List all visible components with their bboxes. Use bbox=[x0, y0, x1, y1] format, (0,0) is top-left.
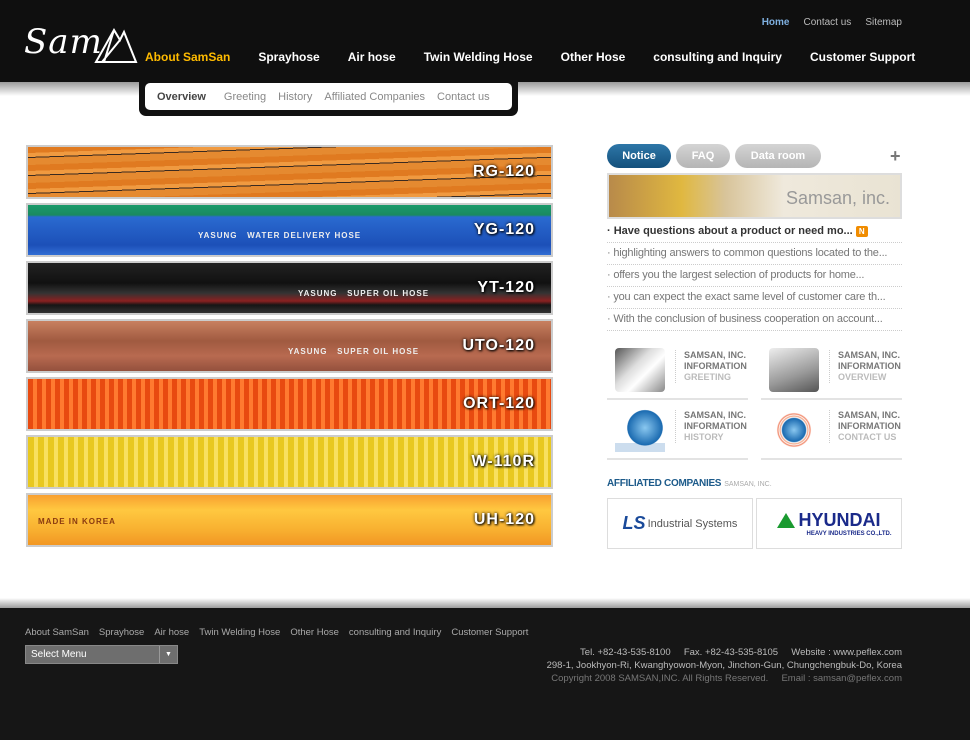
footer-link[interactable]: Other Hose bbox=[290, 627, 339, 638]
subnav-affiliated[interactable]: Affiliated Companies bbox=[324, 90, 426, 103]
util-sitemap[interactable]: Sitemap bbox=[865, 17, 902, 28]
nav-support[interactable]: Customer Support bbox=[809, 50, 916, 64]
util-home[interactable]: Home bbox=[761, 17, 790, 28]
board-tabs: Notice FAQ Data room bbox=[607, 144, 821, 168]
header: Sam Home Contact us Sitemap About SamSan… bbox=[0, 0, 970, 82]
laptop-icon bbox=[769, 348, 819, 392]
triangle-icon bbox=[777, 513, 796, 528]
tab-data-room[interactable]: Data room bbox=[735, 144, 821, 168]
nav-twin-welding[interactable]: Twin Welding Hose bbox=[423, 50, 533, 64]
more-plus-icon[interactable]: + bbox=[890, 146, 901, 166]
footer-link[interactable]: consulting and Inquiry bbox=[348, 627, 442, 638]
subnav-contact[interactable]: Contact us bbox=[437, 90, 490, 103]
product-banner[interactable]: RG-120 bbox=[26, 145, 553, 199]
footer-link[interactable]: Sprayhose bbox=[98, 627, 145, 638]
company-info: Tel. +82-43-535-8100 Fax. +82-43-535-810… bbox=[546, 647, 902, 684]
notebook-icon bbox=[615, 348, 665, 392]
logo[interactable]: Sam bbox=[24, 22, 138, 66]
util-contact[interactable]: Contact us bbox=[803, 17, 852, 28]
list-item[interactable]: · With the conclusion of business cooper… bbox=[607, 309, 902, 331]
nav-consulting[interactable]: consulting and Inquiry bbox=[653, 50, 782, 64]
subnav-greeting[interactable]: Greeting bbox=[223, 90, 267, 103]
notice-list: · Have questions about a product or need… bbox=[607, 221, 902, 331]
nav-sprayhose[interactable]: Sprayhose bbox=[258, 50, 320, 64]
chevron-down-icon: ▼ bbox=[159, 646, 177, 663]
list-item[interactable]: · Have questions about a product or need… bbox=[607, 221, 902, 243]
sub-nav: Overview Greeting History Affiliated Com… bbox=[139, 80, 518, 116]
list-item[interactable]: · offers you the largest selection of pr… bbox=[607, 265, 902, 287]
product-banner[interactable]: W-110R bbox=[26, 435, 553, 489]
subnav-overview[interactable]: Overview bbox=[157, 90, 206, 103]
footer-link[interactable]: Customer Support bbox=[451, 627, 529, 638]
footer-link[interactable]: Air hose bbox=[154, 627, 190, 638]
nav-airhose[interactable]: Air hose bbox=[347, 50, 396, 64]
main-nav: About SamSan Sprayhose Air hose Twin Wel… bbox=[145, 50, 943, 64]
nav-other-hose[interactable]: Other Hose bbox=[560, 50, 626, 64]
footer-shadow bbox=[0, 598, 970, 610]
product-banner[interactable]: ORT-120 bbox=[26, 377, 553, 431]
globe-icon bbox=[769, 408, 819, 452]
board-banner: Samsan, inc. bbox=[607, 173, 902, 219]
new-badge: N bbox=[855, 226, 868, 237]
footer-link[interactable]: About SamSan bbox=[25, 627, 89, 638]
footer-link[interactable]: Twin Welding Hose bbox=[199, 627, 281, 638]
globe-cd-icon bbox=[615, 408, 665, 452]
footer-nav: About SamSan Sprayhose Air hose Twin Wel… bbox=[25, 627, 538, 638]
footer: About SamSan Sprayhose Air hose Twin Wel… bbox=[0, 608, 970, 740]
list-item[interactable]: · highlighting answers to common questio… bbox=[607, 243, 902, 265]
nav-about[interactable]: About SamSan bbox=[145, 50, 231, 64]
select-menu[interactable]: Select Menu▼ bbox=[25, 645, 178, 664]
subnav-history[interactable]: History bbox=[278, 90, 313, 103]
utility-links: Home Contact us Sitemap bbox=[762, 17, 902, 28]
tab-notice[interactable]: Notice bbox=[607, 144, 671, 168]
list-item[interactable]: · you can expect the exact same level of… bbox=[607, 287, 902, 309]
mountain-logo-icon bbox=[94, 28, 138, 63]
tab-faq[interactable]: FAQ bbox=[676, 144, 730, 168]
